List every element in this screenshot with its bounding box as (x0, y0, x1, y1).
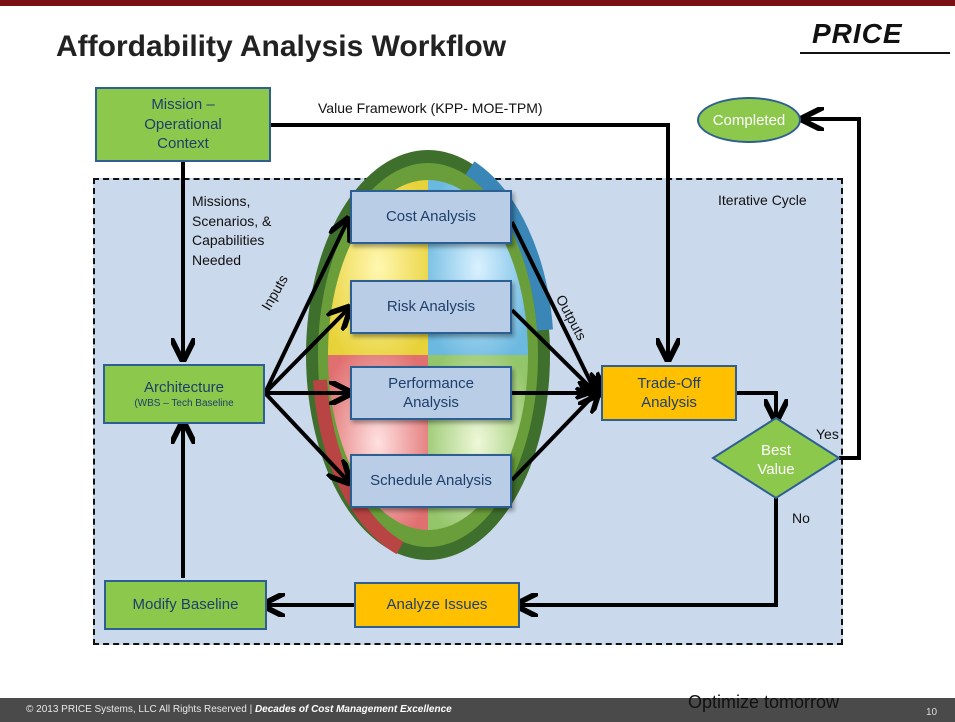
slogan-text: Decades of Cost Management Excellence (254, 704, 452, 715)
mission-operational-context-box: Mission – Operational Context (95, 87, 271, 162)
missions-line-1: Missions, (192, 193, 251, 209)
modify-baseline-label: Modify Baseline (132, 596, 239, 614)
risk-analysis-box: Risk Analysis (350, 280, 512, 334)
architecture-sublabel: (WBS – Tech Baseline (134, 398, 234, 410)
mission-label: Mission – Operational Context (144, 96, 222, 153)
missions-line-4: Needed (192, 251, 242, 268)
top-accent-bar (0, 0, 955, 6)
footer-copyright: © 2013 PRICE Systems, LLC All Rights Res… (26, 704, 452, 715)
page-number: 10 (926, 707, 938, 718)
best-value-text-holder: Best Value (746, 440, 806, 480)
iterative-cycle-label: Iterative Cycle (718, 192, 807, 208)
modify-baseline-box: Modify Baseline (104, 580, 267, 630)
analyze-issues-box: Analyze Issues (354, 582, 520, 628)
missions-scenarios-label: Missions, Scenarios, & Capabilities Need… (192, 192, 271, 270)
logo-underline (800, 52, 950, 54)
analyze-issues-label: Analyze Issues (386, 596, 488, 614)
footer-bar (0, 698, 955, 722)
risk-analysis-label: Risk Analysis (386, 298, 476, 316)
performance-analysis-box: Performance Analysis (350, 366, 512, 420)
completed-oval: Completed (697, 97, 801, 143)
price-logo: PRICE (812, 18, 903, 49)
trade-off-analysis-box: Trade-Off Analysis (601, 365, 737, 421)
performance-analysis-label: Performance Analysis (388, 374, 474, 412)
trade-off-analysis-label: Trade-Off Analysis (637, 374, 701, 412)
schedule-analysis-label: Schedule Analysis (370, 472, 492, 490)
architecture-box: Architecture (WBS – Tech Baseline (103, 364, 265, 424)
value-framework-label: Value Framework (KPP- MOE-TPM) (318, 100, 543, 116)
best-value-decision (711, 416, 841, 500)
no-label: No (792, 510, 810, 526)
missions-line-3: Capabilities (192, 232, 265, 249)
cost-analysis-label: Cost Analysis (385, 208, 477, 226)
tagline: Optimize tomorrow (688, 692, 840, 712)
cost-analysis-box: Cost Analysis (350, 190, 512, 244)
best-value-label: Best Value (757, 441, 795, 479)
page-title: Affordability Analysis Workflow (56, 30, 507, 63)
missions-line-2: Scenarios, & (192, 212, 272, 229)
copyright-text: © 2013 PRICE Systems, LLC All Rights Res… (26, 704, 253, 715)
schedule-analysis-box: Schedule Analysis (350, 454, 512, 508)
completed-label: Completed (712, 111, 786, 129)
architecture-label: Architecture (143, 378, 225, 396)
yes-label: Yes (816, 426, 839, 442)
